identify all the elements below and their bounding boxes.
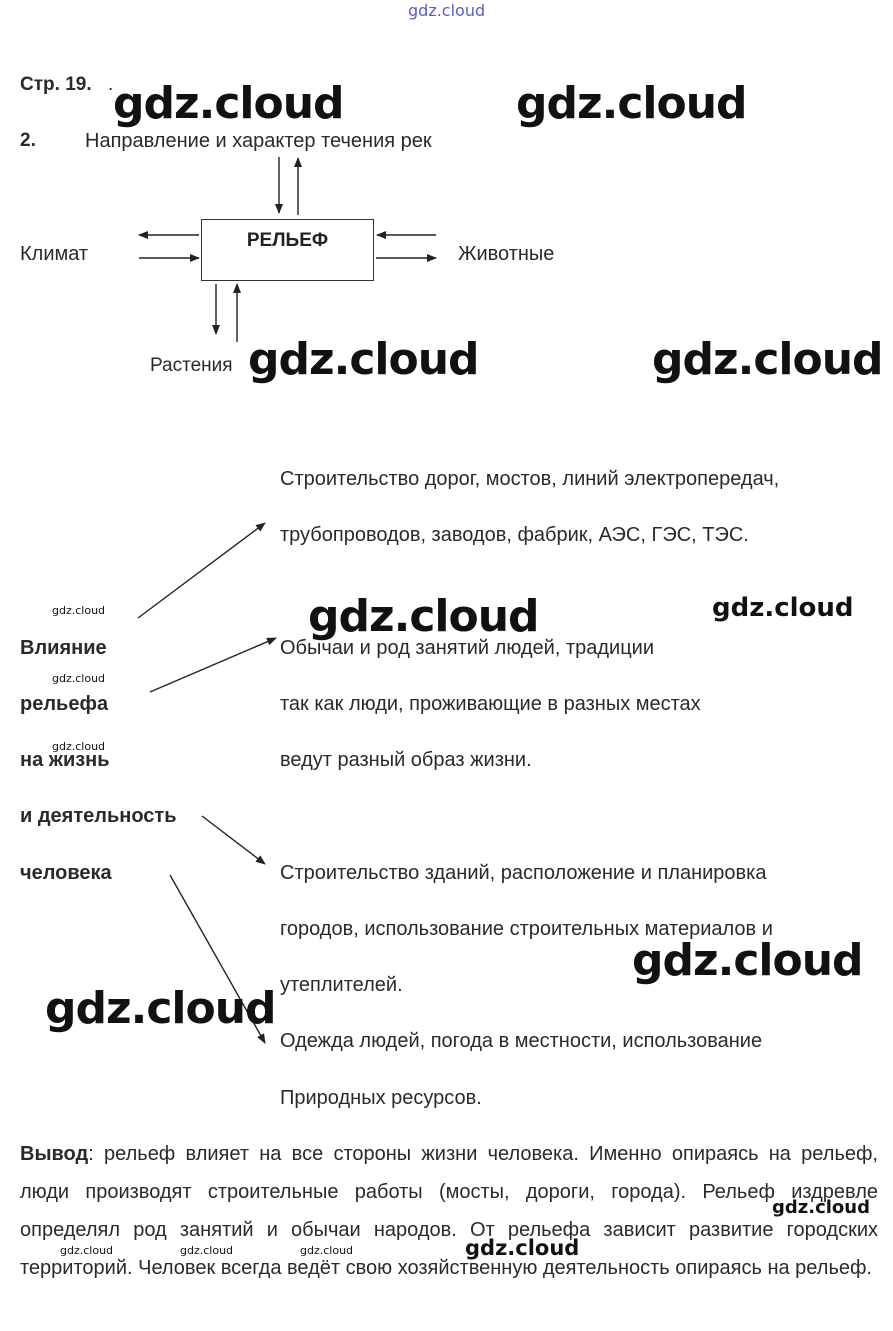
watermark-small-4: gdz.cloud bbox=[60, 1244, 114, 1257]
watermark-8: gdz.cloud bbox=[712, 593, 854, 623]
arrow-influence-1 bbox=[137, 522, 266, 619]
page-reference: Стр. 19. bbox=[20, 74, 92, 95]
influence-item-3-line-1: Строительство зданий, расположение и пла… bbox=[280, 862, 767, 884]
watermark-small-2: gdz.cloud bbox=[52, 672, 106, 685]
watermark-5: gdz.cloud bbox=[308, 591, 540, 642]
influence-item-2-line-3: ведут разный образ жизни. bbox=[280, 749, 532, 771]
task-number: 2. bbox=[20, 130, 36, 151]
influence-item-1-line-2: трубопроводов, заводов, фабрик, АЭС, ГЭС… bbox=[280, 524, 749, 546]
animals-label: Животные bbox=[458, 243, 555, 265]
influence-item-3-line-2: городов, использование строительных мате… bbox=[280, 918, 773, 940]
task-title: Направление и характер течения рек bbox=[85, 130, 432, 152]
relief-box-label: РЕЛЬЕФ bbox=[246, 230, 329, 251]
influence-item-1-line-1: Строительство дорог, мостов, линий элект… bbox=[280, 468, 780, 490]
climate-label: Климат bbox=[20, 243, 89, 265]
page-reference-dot: . bbox=[108, 74, 114, 95]
plants-label: Растения bbox=[150, 355, 233, 376]
watermark-small-5: gdz.cloud bbox=[180, 1244, 234, 1257]
watermark-7: gdz.cloud bbox=[45, 983, 277, 1034]
influence-item-4-line-1: Одежда людей, погода в местности, исполь… bbox=[280, 1030, 763, 1052]
conclusion-paragraph: Вывод: рельеф влияет на все стороны жизн… bbox=[20, 1135, 878, 1287]
watermark-1: gdz.cloud bbox=[113, 78, 345, 129]
watermark-small-3: gdz.cloud bbox=[52, 740, 106, 753]
influence-item-4-line-2: Природных ресурсов. bbox=[280, 1087, 482, 1109]
arrow-influence-2 bbox=[149, 637, 277, 693]
watermark-small-1: gdz.cloud bbox=[52, 604, 106, 617]
watermark-6: gdz.cloud bbox=[632, 935, 864, 986]
watermark-small-6: gdz.cloud bbox=[300, 1244, 354, 1257]
influence-label-line-3: на жизнь bbox=[20, 749, 110, 771]
influence-label-line-2: рельефа bbox=[20, 693, 109, 715]
influence-label-line-5: человека bbox=[20, 862, 112, 884]
arrow-influence-3 bbox=[201, 815, 266, 865]
watermark-top: gdz.cloud bbox=[408, 1, 486, 20]
influence-item-2-line-1: Обычаи и род занятий людей, традиции bbox=[280, 637, 655, 659]
conclusion-label: Вывод bbox=[20, 1143, 89, 1165]
relief-box: РЕЛЬЕФ bbox=[201, 219, 374, 281]
influence-item-3-line-3: утеплителей. bbox=[280, 974, 403, 996]
watermark-3: gdz.cloud bbox=[248, 334, 480, 385]
arrow-influence-4 bbox=[169, 874, 266, 1044]
influence-item-2-line-2: так как люди, проживающие в разных места… bbox=[280, 693, 701, 715]
watermark-4: gdz.cloud bbox=[652, 334, 884, 385]
conclusion-text: : рельеф влияет на все стороны жизни чел… bbox=[20, 1143, 878, 1279]
watermark-10: gdz.cloud bbox=[465, 1236, 580, 1260]
influence-label-line-1: Влияние bbox=[20, 637, 107, 659]
watermark-9: gdz.cloud bbox=[772, 1197, 870, 1218]
watermark-2: gdz.cloud bbox=[516, 78, 748, 129]
influence-label-line-4: и деятельность bbox=[20, 805, 177, 827]
